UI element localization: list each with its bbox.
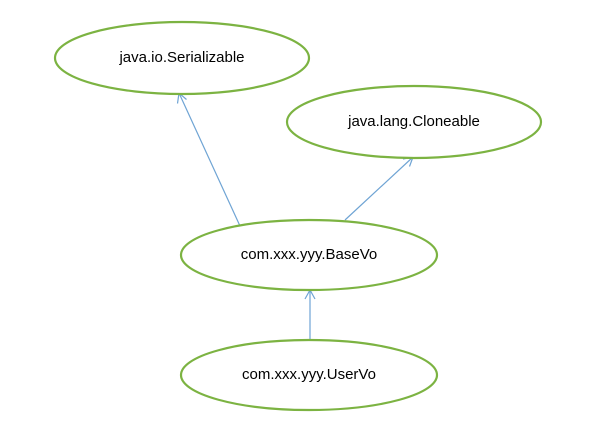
node-label: com.xxx.yyy.UserVo [242,366,376,383]
node-basevo: com.xxx.yyy.BaseVo [179,218,439,292]
node-label: com.xxx.yyy.BaseVo [241,246,377,263]
edge-basevo-to-serializable [176,91,241,227]
node-label: java.lang.Cloneable [347,113,480,130]
node-serializable: java.io.Serializable [53,20,311,96]
node-uservo: com.xxx.yyy.UserVo [179,338,439,412]
node-label: java.io.Serializable [118,49,244,66]
edge-basevo-to-cloneable [344,156,414,221]
edge-uservo-to-basevo [304,288,316,341]
node-cloneable: java.lang.Cloneable [285,84,543,160]
